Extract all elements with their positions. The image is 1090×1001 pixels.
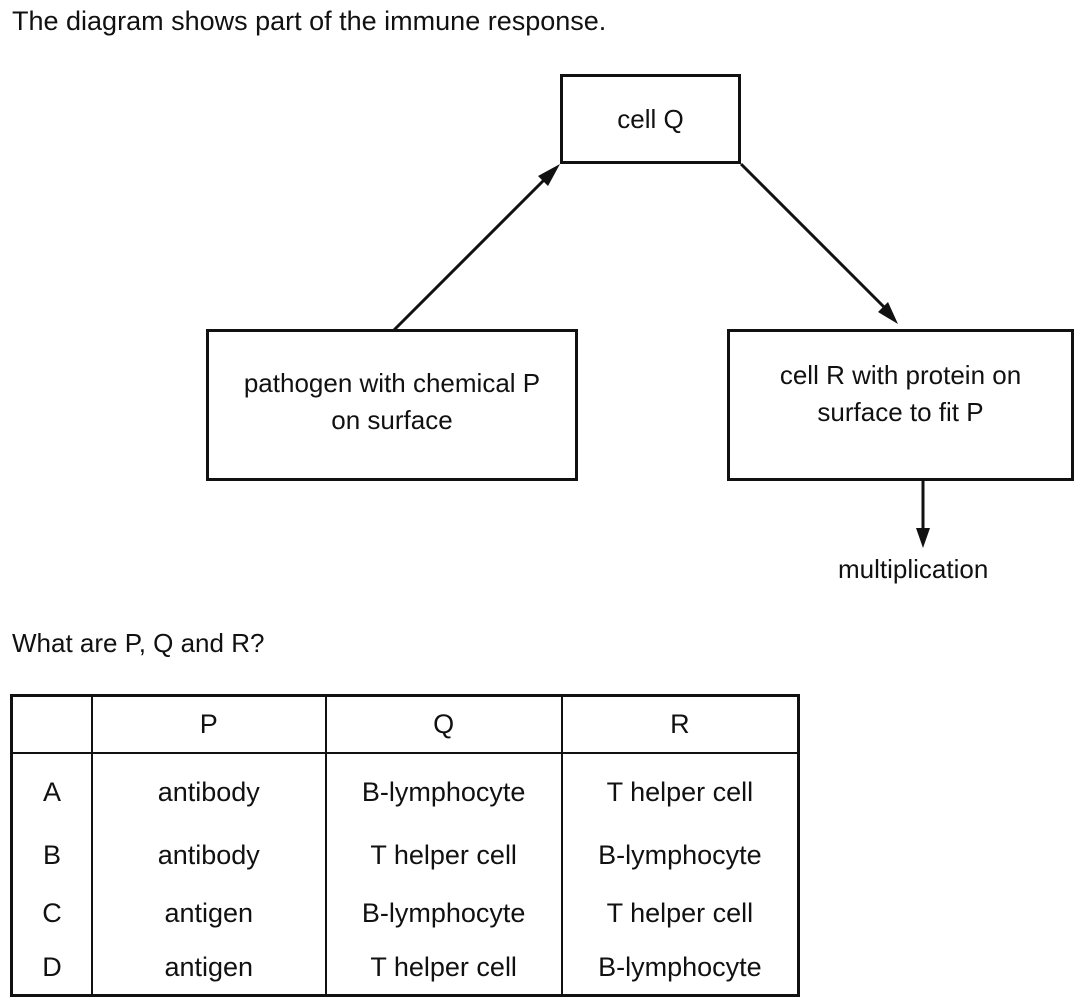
table-row[interactable]: D antigen T helper cell B-lymphocyte — [10, 942, 800, 996]
option-key[interactable]: A — [10, 753, 93, 826]
option-q: T helper cell — [324, 826, 563, 884]
arrowhead-into-multiplication — [916, 528, 930, 548]
header-key — [10, 695, 93, 754]
table-header-row: P Q R — [10, 695, 800, 754]
header-q: Q — [324, 695, 563, 754]
option-r: T helper cell — [560, 753, 800, 826]
arrowhead-into-cell-q — [538, 164, 560, 186]
option-r: T helper cell — [560, 884, 800, 942]
option-r: B-lymphocyte — [560, 942, 800, 996]
table-row[interactable]: A antibody B-lymphocyte T helper cell — [10, 753, 800, 826]
intro-text: The diagram shows part of the immune res… — [12, 6, 607, 36]
cell-r-box: cell R with protein on surface to fit P — [727, 329, 1074, 481]
arrow-cell-q-to-cell-r — [739, 162, 888, 311]
option-p: antigen — [90, 884, 327, 942]
cell-q-box: cell Q — [560, 74, 741, 164]
question-text: What are P, Q and R? — [12, 628, 265, 658]
option-q: T helper cell — [324, 942, 563, 996]
option-p: antigen — [90, 942, 327, 996]
header-p: P — [90, 695, 327, 754]
pathogen-label-line-1: pathogen with chemical P — [243, 368, 541, 398]
option-q: B-lymphocyte — [324, 753, 563, 826]
option-q: B-lymphocyte — [324, 884, 563, 942]
arrowhead-into-cell-r — [878, 302, 898, 324]
cell-r-label-line-2: surface to fit P — [817, 397, 984, 427]
pathogen-box: pathogen with chemical P on surface — [206, 329, 578, 481]
header-r: R — [560, 695, 800, 754]
option-key[interactable]: D — [10, 942, 93, 996]
cell-q-label: cell Q — [617, 103, 684, 134]
option-key[interactable]: B — [10, 826, 93, 884]
table-row[interactable]: B antibody T helper cell B-lymphocyte — [10, 826, 800, 884]
option-r: B-lymphocyte — [560, 826, 800, 884]
pathogen-label-line-2: on surface — [331, 405, 453, 435]
option-key[interactable]: C — [10, 884, 93, 942]
multiplication-label: multiplication — [838, 554, 989, 584]
answer-options-table: P Q R A antibody B-lymphocyte T helper c… — [10, 694, 800, 997]
option-p: antibody — [90, 753, 327, 826]
table-row[interactable]: C antigen B-lymphocyte T helper cell — [10, 884, 800, 942]
option-p: antibody — [90, 826, 327, 884]
cell-r-label-line-1: cell R with protein on — [779, 360, 1022, 390]
flow-diagram — [392, 162, 930, 548]
arrow-pathogen-to-cell-q — [392, 177, 547, 332]
